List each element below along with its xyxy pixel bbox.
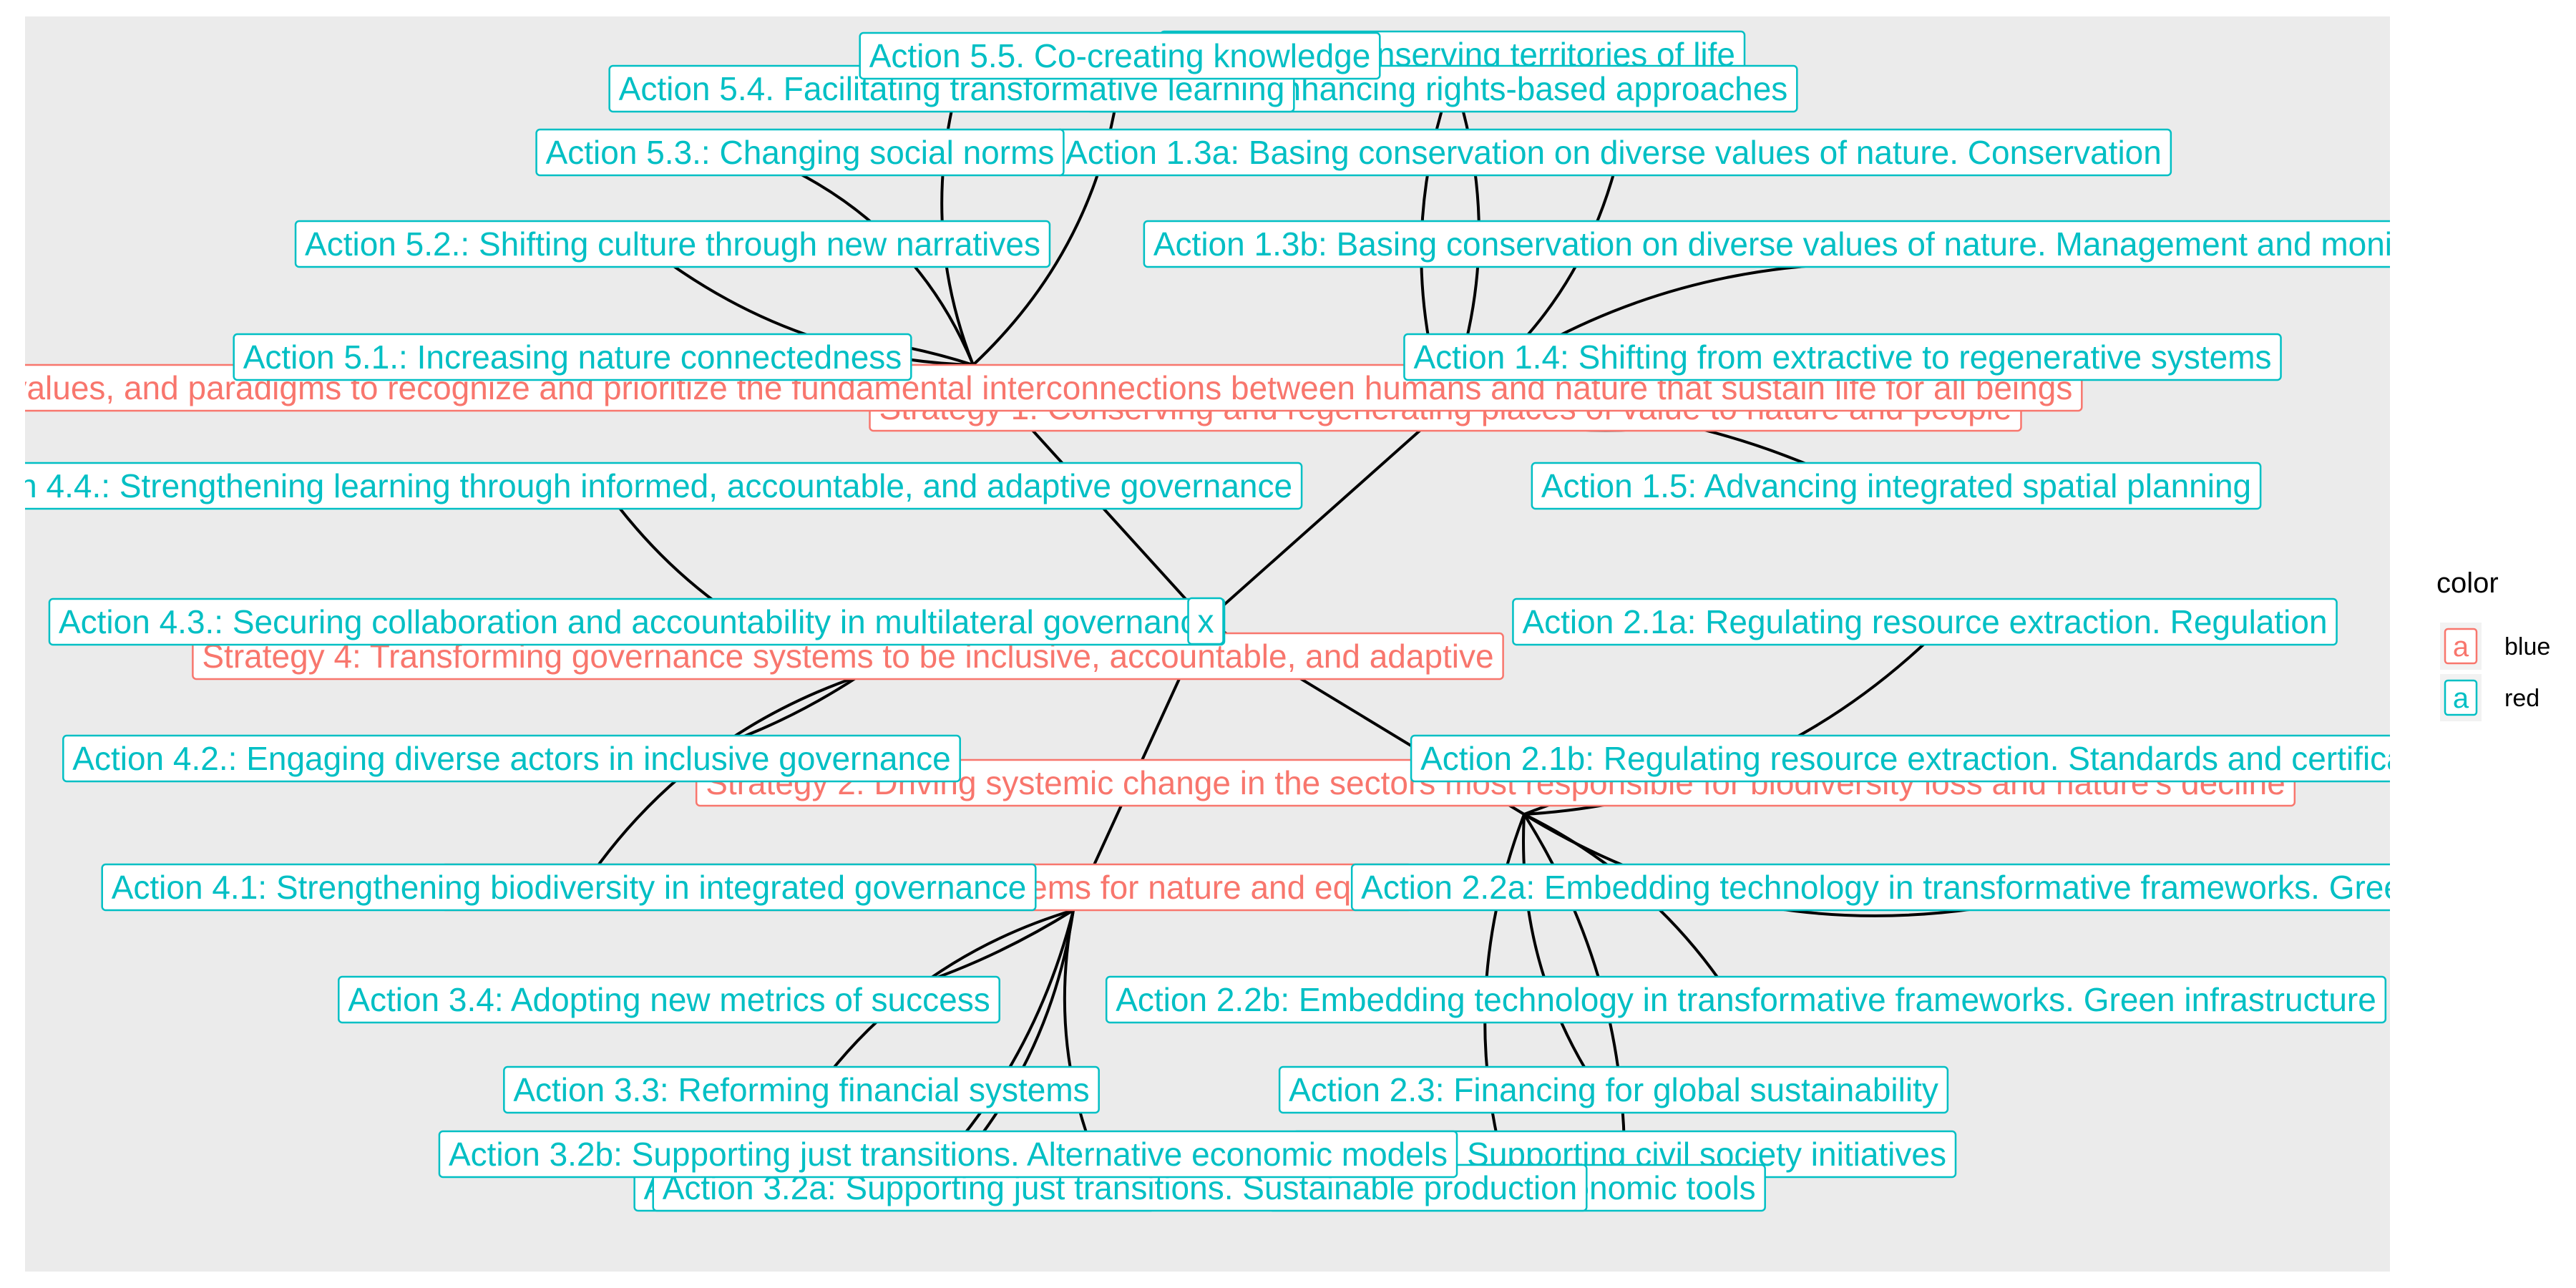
action-label-a15-box <box>1531 462 2262 510</box>
legend-key-glyph-blue: a <box>2453 631 2469 663</box>
action-label-a23: Action 2.3: Financing for global sustain… <box>1278 1065 1949 1114</box>
action-label-a22b: Action 2.2b: Embedding technology in tra… <box>1105 975 2387 1024</box>
action-label-a42-box <box>62 734 961 783</box>
action-label-a21a: Action 2.1a: Regulating resource extract… <box>1512 597 2338 646</box>
action-label-a34-box <box>338 975 1000 1024</box>
edge-hub-s1 <box>1204 406 1447 623</box>
action-label-a13b: Action 1.3b: Basing conservation on dive… <box>1143 220 2474 268</box>
action-label-a55-box <box>859 31 1381 80</box>
action-label-a52-box <box>294 220 1051 268</box>
legend-key-red <box>2444 679 2478 716</box>
action-label-a53: Action 5.3.: Changing social norms <box>535 128 1065 177</box>
center-node-label: x <box>1187 597 1224 645</box>
action-label-a34: Action 3.4: Adopting new metrics of succ… <box>338 975 1000 1024</box>
action-label-a52-text: Action 5.2.: Shifting culture through ne… <box>305 225 1040 263</box>
action-label-a41-box <box>101 863 1037 912</box>
action-label-a52: Action 5.2.: Shifting culture through ne… <box>294 220 1051 268</box>
action-label-a42-text: Action 4.2.: Engaging diverse actors in … <box>72 740 950 777</box>
action-label-a22a-text: Action 2.2a: Embedding technology in tra… <box>1361 869 2576 906</box>
action-label-a22a: Action 2.2a: Embedding technology in tra… <box>1350 863 2576 912</box>
action-label-a14-text: Action 1.4: Shifting from extractive to … <box>1413 338 2271 376</box>
action-label-a22a-box <box>1350 863 2390 912</box>
labels-layer: Strategy 1: Conserving and regenerating … <box>0 30 2576 1212</box>
action-label-a21a-box <box>1512 597 2338 646</box>
action-label-a42: Action 4.2.: Engaging diverse actors in … <box>62 734 961 783</box>
action-label-a21b-box <box>1410 734 2390 783</box>
action-label-a14: Action 1.4: Shifting from extractive to … <box>1403 333 2282 381</box>
action-label-a43-box <box>48 597 1226 646</box>
action-label-a13a: Action 1.3a: Basing conservation on dive… <box>1055 128 2172 177</box>
action-label-a22b-box <box>1105 975 2387 1024</box>
action-label-a44-text: Action 4.4.: Strengthening learning thro… <box>0 467 1292 504</box>
legend-title: color <box>2436 567 2499 599</box>
action-label-a53-text: Action 5.3.: Changing social norms <box>546 134 1055 171</box>
action-label-a23-text: Action 2.3: Financing for global sustain… <box>1289 1071 1938 1108</box>
legend-key-blue <box>2444 628 2478 665</box>
action-label-a51-text: Action 5.1.: Increasing nature connected… <box>243 338 902 376</box>
action-label-a22b-text: Action 2.2b: Embedding technology in tra… <box>1116 981 2376 1018</box>
action-label-a51-box <box>233 333 912 381</box>
action-label-a32b-box <box>438 1130 1458 1179</box>
action-label-a21b-text: Action 2.1b: Regulating resource extract… <box>1420 740 2458 777</box>
legend: color a blue a red <box>2436 567 2550 721</box>
action-label-a13b-box <box>1143 220 2390 268</box>
action-label-a33-text: Action 3.3: Reforming financial systems <box>513 1071 1089 1108</box>
action-label-a15: Action 1.5: Advancing integrated spatial… <box>1531 462 2262 510</box>
action-label-a41-text: Action 4.1: Strengthening biodiversity i… <box>112 869 1027 906</box>
action-label-a21b: Action 2.1b: Regulating resource extract… <box>1410 734 2458 783</box>
action-label-a44: Action 4.4.: Strengthening learning thro… <box>0 462 1303 510</box>
action-label-a44-box <box>25 462 1303 510</box>
action-label-a14-box <box>1403 333 2282 381</box>
center-node-label-text: x <box>1198 602 1214 640</box>
action-label-a13b-text: Action 1.3b: Basing conservation on dive… <box>1153 225 2474 263</box>
action-label-a32b-text: Action 3.2b: Supporting just transitions… <box>449 1136 1448 1173</box>
legend-key-glyph-red: a <box>2453 683 2469 714</box>
action-label-a32b: Action 3.2b: Supporting just transitions… <box>438 1130 1458 1179</box>
action-label-a43: Action 4.3.: Securing collaboration and … <box>48 597 1226 646</box>
action-label-a15-text: Action 1.5: Advancing integrated spatial… <box>1541 467 2251 504</box>
action-label-a55: Action 5.5. Co-creating knowledge <box>859 31 1381 80</box>
action-label-a43-text: Action 4.3.: Securing collaboration and … <box>59 603 1215 640</box>
action-label-a41: Action 4.1: Strengthening biodiversity i… <box>101 863 1037 912</box>
action-label-a34-text: Action 3.4: Adopting new metrics of succ… <box>348 981 990 1018</box>
action-label-a53-box <box>535 128 1065 177</box>
legend-label-blue: blue <box>2504 633 2550 660</box>
edge-s5-a55 <box>972 77 1121 366</box>
action-label-a51: Action 5.1.: Increasing nature connected… <box>233 333 912 381</box>
action-label-a55-text: Action 5.5. Co-creating knowledge <box>869 37 1371 74</box>
action-label-a33: Action 3.3: Reforming financial systems <box>503 1065 1100 1114</box>
legend-label-red: red <box>2504 685 2540 712</box>
action-label-a23-box <box>1278 1065 1949 1114</box>
center-node-label-box <box>1187 597 1224 645</box>
action-label-a33-box <box>503 1065 1100 1114</box>
action-label-a21a-text: Action 2.1a: Regulating resource extract… <box>1522 603 2327 640</box>
action-label-a13a-text: Action 1.3a: Basing conservation on dive… <box>1065 134 2162 171</box>
